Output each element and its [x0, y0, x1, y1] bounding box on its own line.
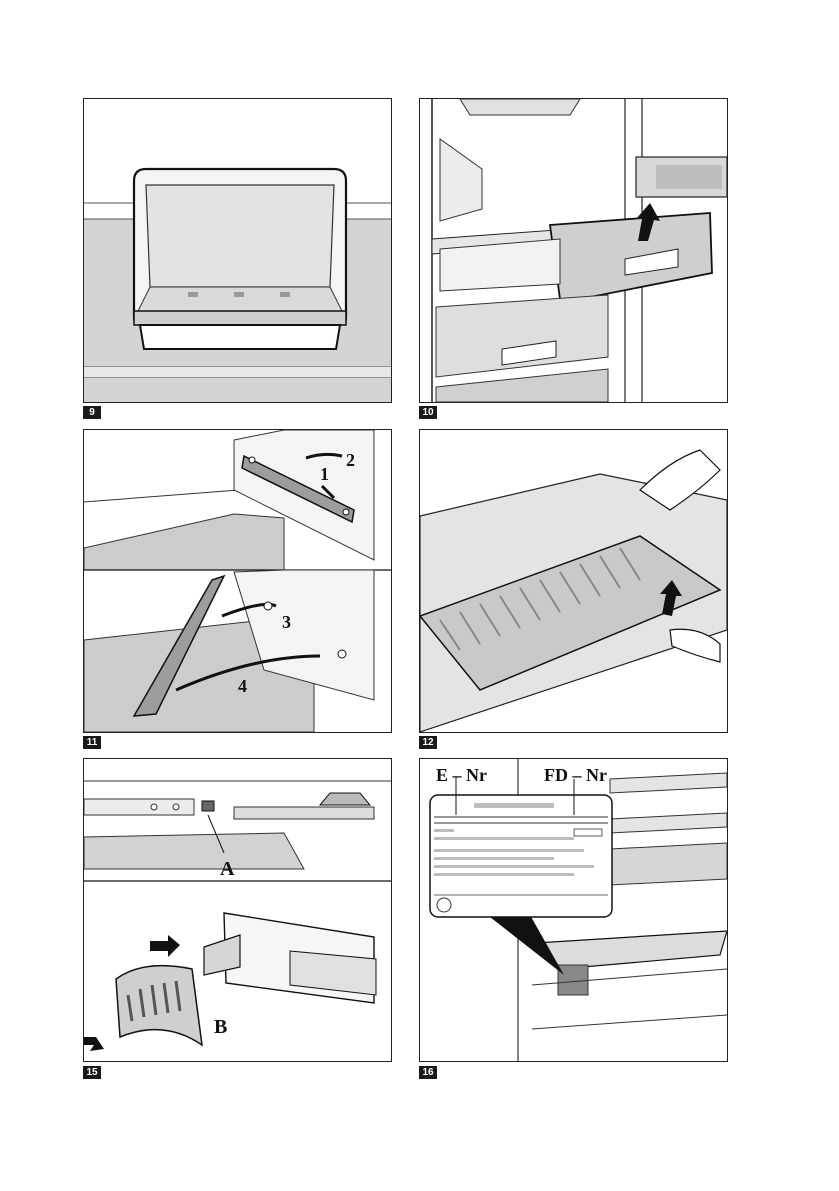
glass-shelf-removal-illustration — [420, 430, 727, 732]
figure-number-11: 11 — [83, 736, 101, 749]
figure-9-illustration — [83, 98, 392, 403]
figure-number-10: 10 — [419, 406, 437, 419]
e-nr-label: E – Nr — [436, 765, 487, 785]
figure-number-12: 12 — [419, 736, 437, 749]
callout-b: B — [214, 1016, 227, 1038]
callout-4: 4 — [238, 676, 247, 696]
callout-a: A — [220, 858, 235, 880]
figure-11-illustration: 2 1 3 4 — [83, 429, 392, 733]
fd-nr-label: FD – Nr — [544, 765, 607, 785]
callout-1: 1 — [320, 464, 329, 484]
figure-number-9: 9 — [83, 406, 101, 419]
figure-15-illustration: A B — [83, 758, 392, 1062]
figure-number-16: 16 — [419, 1066, 437, 1079]
lamp-replacement-illustration: A B — [84, 759, 391, 1061]
fridge-drawer-removal-illustration — [420, 99, 727, 402]
figure-16-illustration: E – Nr FD – Nr — [419, 758, 728, 1062]
rating-plate-location-illustration: E – Nr FD – Nr — [420, 759, 727, 1061]
rating-plate-label — [430, 777, 612, 917]
shelf-rail-removal-illustration: 2 1 3 4 — [84, 430, 391, 732]
callout-3: 3 — [282, 612, 291, 632]
figure-number-15: 15 — [83, 1066, 101, 1079]
figure-12-illustration — [419, 429, 728, 733]
callout-2: 2 — [346, 450, 355, 470]
figure-10-illustration — [419, 98, 728, 403]
crisper-drawer-illustration — [84, 99, 391, 402]
